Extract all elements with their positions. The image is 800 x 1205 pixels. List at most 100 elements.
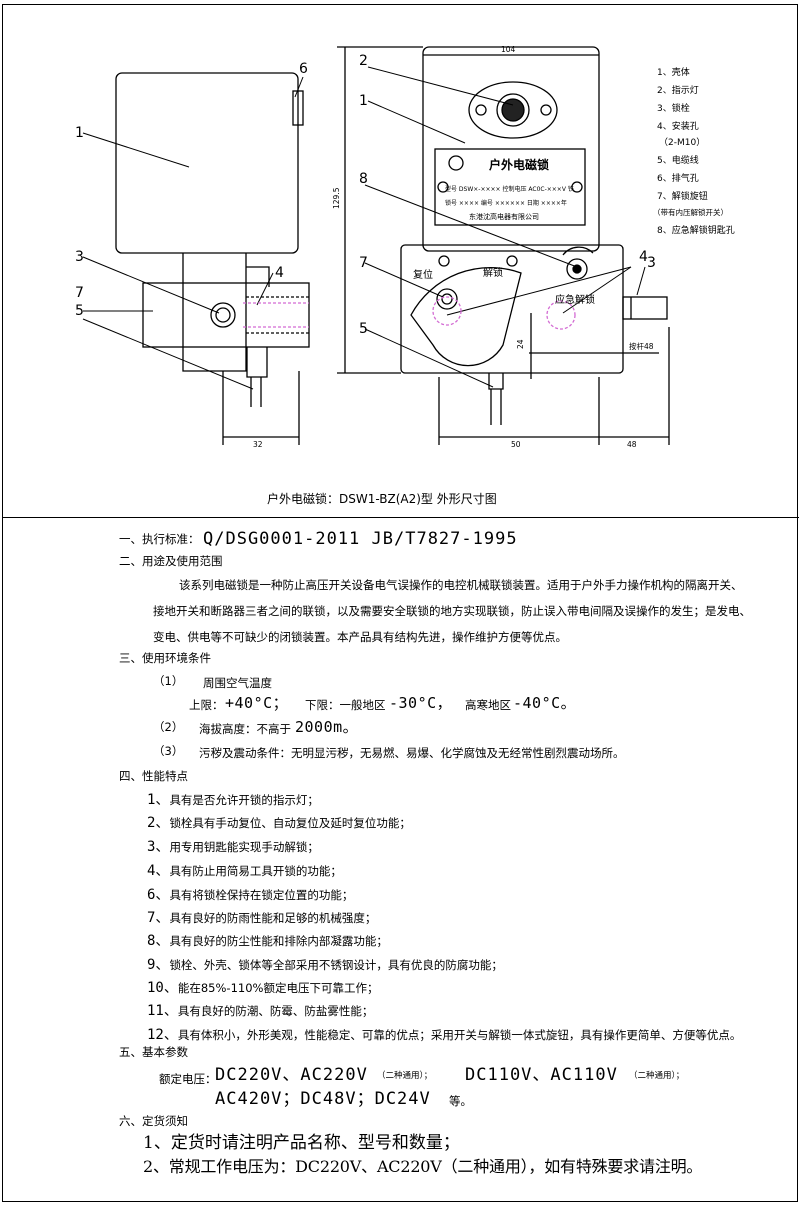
callout-2: 2 — [359, 53, 368, 69]
nameplate — [434, 148, 586, 226]
s2-p2: 接地开关和断路器三者之间的联锁，以及需要安全联锁的地方实现联锁，防止误入带电间隔… — [153, 604, 751, 618]
feature-number: 1、 — [147, 792, 170, 808]
section-divider — [3, 517, 799, 518]
feature-number: 9、 — [147, 957, 170, 973]
nameplate-line1: 型号 DSW×-×××× 控制电压 AC0C-×××V 铁 — [445, 185, 574, 193]
feature-text: 能在85%-110%额定电压下可靠工作； — [177, 981, 379, 995]
feature-item: 10、能在85%-110%额定电压下可靠工作； — [147, 980, 378, 997]
right-top-body — [422, 46, 600, 252]
s5-label: 额定电压： — [159, 1072, 217, 1086]
right-bolt-3 — [622, 296, 668, 320]
feature-number: 3、 — [147, 839, 170, 855]
cable-right — [488, 373, 504, 390]
callout-4-right: 4 — [639, 249, 648, 265]
label-emergency: 应急解锁 — [555, 293, 595, 306]
legend-7: 7、解锁旋钮 — [657, 190, 708, 202]
legend-4b: （2-M10） — [659, 137, 705, 148]
s3-c2-a: 海拔高度：不高于 — [199, 722, 291, 736]
legend-4: 4、安装孔 — [657, 120, 699, 132]
s3-c1-num: （1） — [153, 674, 184, 688]
s3-c1-text: 周围空气温度 — [203, 676, 272, 690]
feature-text: 具有是否允许开锁的指示灯； — [169, 793, 319, 807]
cable-left — [246, 347, 268, 378]
callout-5-right: 5 — [359, 321, 368, 337]
dim-height-right: 129.5 — [332, 187, 341, 209]
callout-1-right: 1 — [359, 93, 368, 109]
callout-3-left: 3 — [75, 249, 84, 265]
feature-item: 6、具有将锁栓保持在锁定位置的功能； — [147, 887, 353, 904]
feature-item: 3、用专用钥匙能实现手动解锁； — [147, 839, 319, 856]
s2-title: 二、用途及使用范围 — [119, 554, 223, 568]
unlock-knob-7 — [410, 266, 522, 367]
callout-8: 8 — [359, 171, 368, 187]
feature-number: 6、 — [147, 887, 170, 903]
feature-number: 12、 — [147, 1027, 178, 1043]
indicator-2 — [496, 93, 530, 127]
s5-title: 五、基本参数 — [119, 1045, 188, 1059]
feature-text: 用专用钥匙能实现手动解锁； — [169, 840, 319, 854]
dim-shaft: 按杆48 — [629, 341, 654, 351]
outline-drawing: 1 3 7 5 6 4 2 1 8 7 5 4 3 104 129.5 32 5… — [75, 45, 735, 506]
legend-6: 6、排气孔 — [657, 172, 699, 184]
s5-v1: DC220V、AC220V — [215, 1065, 368, 1085]
feature-item: 12、具有体积小，外形美观，性能稳定、可靠的优点；采用开关与解锁一体式旋钮，具有… — [147, 1027, 741, 1044]
s3-c2-num: （2） — [153, 720, 184, 734]
s3-c1-e: 高寒地区 — [465, 698, 511, 712]
feature-number: 2、 — [147, 815, 170, 831]
s5-v2: DC110V、AC110V — [465, 1065, 618, 1085]
s6-item-1: 1、定货时请注明产品名称、型号和数量； — [143, 1133, 460, 1153]
feature-number: 11、 — [147, 1003, 178, 1019]
feature-text: 具有良好的防潮、防霉、防盐雾性能； — [177, 1004, 374, 1018]
feature-item: 1、具有是否允许开锁的指示灯； — [147, 792, 319, 809]
s3-c1-a: 上限： — [189, 698, 224, 712]
s2-p3: 变电、供电等不可缺少的闭锁装置。本产品具有结构先进，操作维护方便等优点。 — [153, 630, 567, 644]
nameplate-maker: 东港沈高电器有限公司 — [469, 212, 539, 221]
callout-6: 6 — [299, 61, 308, 77]
feature-item: 4、具有防止用简易工具开锁的功能； — [147, 863, 342, 880]
nameplate-brand: 户外电磁锁 — [489, 157, 549, 172]
nameplate-line2: 锁号 ×××× 编号 ×××××× 日期 ××××年 — [445, 199, 567, 207]
feature-item: 8、具有良好的防尘性能和排除内部凝露功能； — [147, 933, 388, 950]
s3-c3-text: 污秽及震动条件：无明显污秽，无易燃、易爆、化学腐蚀及无经常性剧烈震动场所。 — [199, 746, 625, 760]
callout-5-left: 5 — [75, 303, 84, 319]
label-reset: 复位 — [413, 268, 433, 281]
s6-title: 六、定货须知 — [119, 1114, 188, 1128]
feature-number: 10、 — [147, 980, 178, 996]
callout-4-left: 4 — [275, 265, 284, 281]
drawing-title: 户外电磁锁：DSW1-BZ(A2)型 外形尺寸图 — [267, 491, 497, 506]
feature-text: 具有将锁栓保持在锁定位置的功能； — [169, 888, 354, 902]
feature-text: 锁栓具有手动复位、自动复位及延时复位功能； — [169, 816, 411, 830]
dim-bottom-right: 48 — [627, 440, 637, 449]
callout-3-right: 3 — [647, 255, 656, 271]
left-body — [115, 72, 299, 254]
s4-title: 四、性能特点 — [119, 769, 188, 783]
s5-v3: AC420V；DC48V；DC24V — [215, 1089, 431, 1109]
drawing-sheet: 1 3 7 5 6 4 2 1 8 7 5 4 3 104 129.5 32 5… — [2, 4, 799, 1202]
legend-8: 8、应急解锁钥匙孔 — [657, 224, 735, 236]
s3-c1-d: -30°C， — [389, 694, 453, 712]
dim-bottom-mid: 50 — [511, 440, 521, 449]
s5-v1n: （二种通用）； — [377, 1071, 433, 1081]
legend-3: 3、锁栓 — [657, 102, 690, 114]
label-unlock: 解锁 — [483, 266, 503, 279]
callout-7-right: 7 — [359, 255, 368, 271]
feature-number: 7、 — [147, 910, 170, 926]
s1-value: Q/DSG0001-2011 JB/T7827-1995 — [203, 529, 518, 549]
dim-width-top: 104 — [501, 45, 516, 54]
feature-number: 8、 — [147, 933, 170, 949]
feature-item: 2、锁栓具有手动复位、自动复位及延时复位功能； — [147, 815, 411, 832]
legend-1: 1、壳体 — [657, 66, 690, 78]
feature-text: 具有体积小，外形美观，性能稳定、可靠的优点；采用开关与解锁一体式旋钮，具有操作更… — [177, 1028, 742, 1042]
lock-bolt-3 — [210, 302, 236, 328]
feature-item: 7、具有良好的防雨性能和足够的机械强度； — [147, 910, 376, 927]
feature-item: 11、具有良好的防潮、防霉、防盐雾性能； — [147, 1003, 373, 1020]
dim-bottom-left: 32 — [253, 440, 263, 449]
left-neck — [182, 253, 247, 372]
left-bolt-body — [142, 282, 310, 348]
legend-5: 5、电缆线 — [657, 154, 699, 166]
s1-title: 一、执行标准： — [119, 532, 200, 546]
feature-text: 具有良好的防尘性能和排除内部凝露功能； — [169, 934, 388, 948]
emergency-keyhole-8 — [566, 258, 588, 280]
s3-c3-num: （3） — [153, 744, 184, 758]
s3-title: 三、使用环境条件 — [119, 651, 211, 665]
